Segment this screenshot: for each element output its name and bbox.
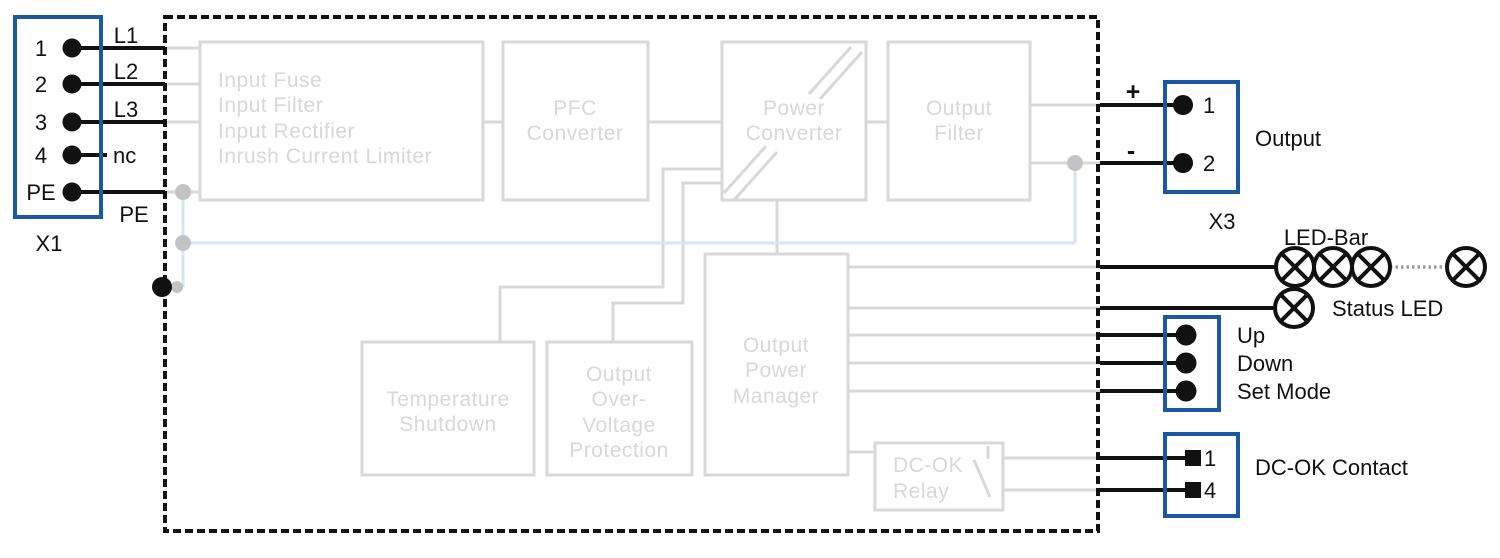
- x1-pin-3-dot: [62, 112, 82, 132]
- power-line1: Power: [763, 97, 825, 120]
- relay-contact-arm: [972, 459, 992, 498]
- dcok-pin-1-terminal: [1185, 450, 1201, 466]
- control-buttons: Up Down Set Mode: [1163, 315, 1331, 412]
- x1-pin-1-label: 1: [35, 36, 47, 61]
- dcok-contact: 1 4 DC-OK Contact: [1163, 432, 1408, 518]
- x1-pin-2-label: 2: [35, 72, 47, 97]
- x1-pin-pe-label: PE: [26, 180, 55, 205]
- status-led-label: Status LED: [1332, 296, 1443, 321]
- output-filter-line1: Output: [926, 97, 992, 120]
- set-mode-label: Set Mode: [1237, 379, 1331, 404]
- x3-pin-2-label: 2: [1203, 151, 1215, 176]
- junction-dot-earth-left: [175, 235, 191, 251]
- isolation-slash-icon: [722, 145, 768, 194]
- dcok-contact-label: DC-OK Contact: [1255, 455, 1408, 480]
- x3-name-label: X3: [1209, 209, 1236, 234]
- wire-label-l3: L3: [114, 97, 138, 122]
- temp-line2: Shutdown: [399, 413, 496, 436]
- block-temperature-shutdown: [360, 340, 536, 477]
- status-led-lamp-icon: [1273, 287, 1315, 329]
- relay-contact-icon: [972, 446, 992, 498]
- wire-label-l1: L1: [114, 23, 138, 48]
- down-label: Down: [1237, 351, 1293, 376]
- chassis-earth-dot: [152, 277, 172, 297]
- x1-pin-3-label: 3: [35, 110, 47, 135]
- wire-label-l2: L2: [114, 59, 138, 84]
- block-captions: Input Fuse Input Filter Input Rectifier …: [218, 69, 992, 503]
- x3-pin-1-dot: [1173, 95, 1193, 115]
- up-label: Up: [1237, 323, 1265, 348]
- power-line2: Converter: [746, 122, 843, 145]
- ovp-line2: Over-: [592, 388, 647, 411]
- input-stage-line3: Input Rectifier: [218, 120, 355, 143]
- polarity-minus-label: -: [1127, 137, 1135, 165]
- x3-pin-1-label: 1: [1203, 93, 1215, 118]
- temp-line1: Temperature: [386, 388, 509, 411]
- down-button-dot: [1175, 352, 1197, 374]
- input-stage-line2: Input Filter: [218, 94, 323, 117]
- internal-gray-wires: [163, 46, 1100, 492]
- buttons-box: [1163, 315, 1221, 412]
- dcok-pin-4-terminal: [1185, 482, 1201, 498]
- block-pfc-converter: [501, 40, 650, 202]
- x3-connector-box: [1163, 80, 1240, 194]
- led-lamp-icon: [1274, 246, 1316, 288]
- wire-label-pe: PE: [119, 202, 148, 227]
- opm-line1: Output: [743, 334, 809, 357]
- opm-line3: Manager: [733, 385, 819, 408]
- dcok-relay-line2: Relay: [893, 480, 949, 503]
- x3-pin-2-dot: [1173, 153, 1193, 173]
- led-indicators: LED-Bar Status LED: [1273, 225, 1487, 329]
- ovp-line4: Protection: [569, 439, 669, 462]
- x3-connector: + - 1 2 Output X3: [1126, 78, 1321, 234]
- dcok-pin-4-label: 4: [1204, 478, 1216, 503]
- x1-connector: 1 2 3 4 PE L1 L2 L3 nc PE X1: [13, 15, 149, 256]
- dcok-relay-line1: DC-OK: [893, 454, 963, 477]
- input-stage-line1: Input Fuse: [218, 69, 322, 92]
- junction-dot-pe: [175, 184, 191, 200]
- block-output-overvoltage-protection: [545, 340, 694, 477]
- block-output-filter: [886, 40, 1032, 202]
- led-lamp-icon: [1445, 246, 1487, 288]
- led-bar-label: LED-Bar: [1284, 225, 1368, 250]
- enclosure-outline: [163, 15, 1100, 533]
- x1-pin-4-dot: [62, 145, 82, 165]
- x1-pin-2-dot: [62, 74, 82, 94]
- ovp-line3: Voltage: [582, 414, 656, 437]
- output-filter-line2: Filter: [934, 122, 984, 145]
- wire-label-nc: nc: [113, 143, 136, 168]
- ovp-line1: Output: [586, 363, 652, 386]
- pfc-line2: Converter: [527, 122, 624, 145]
- polarity-plus-label: +: [1126, 78, 1141, 106]
- opm-line2: Power: [745, 359, 807, 382]
- dcok-pin-1-label: 1: [1204, 446, 1216, 471]
- x1-name-label: X1: [36, 231, 63, 256]
- wire-power-to-temp: [498, 167, 722, 342]
- input-stage-line4: Inrush Current Limiter: [218, 145, 432, 168]
- isolation-slash-icon: [818, 51, 864, 100]
- isolation-slash-icon: [733, 151, 779, 200]
- junction-dot-minus: [1067, 155, 1083, 171]
- junction-dot-chassis: [171, 281, 183, 293]
- output-title-label: Output: [1255, 126, 1321, 151]
- wire-power-to-ovp: [611, 181, 722, 342]
- led-lamp-icon: [1350, 246, 1392, 288]
- isolation-slash-icon: [807, 46, 853, 95]
- block-power-converter: [720, 40, 868, 202]
- x1-pin-pe-dot: [62, 182, 82, 202]
- x1-connector-box: [13, 15, 103, 219]
- up-button-dot: [1175, 324, 1197, 346]
- dcok-contact-box: [1163, 432, 1240, 518]
- block-input-stage: [198, 40, 485, 202]
- x1-pin-4-label: 4: [35, 143, 47, 168]
- set-mode-button-dot: [1175, 380, 1197, 402]
- x1-pin-1-dot: [62, 38, 82, 58]
- led-lamp-icon: [1312, 246, 1354, 288]
- isolation-slash-marks: [722, 46, 864, 200]
- pfc-line1: PFC: [553, 97, 597, 120]
